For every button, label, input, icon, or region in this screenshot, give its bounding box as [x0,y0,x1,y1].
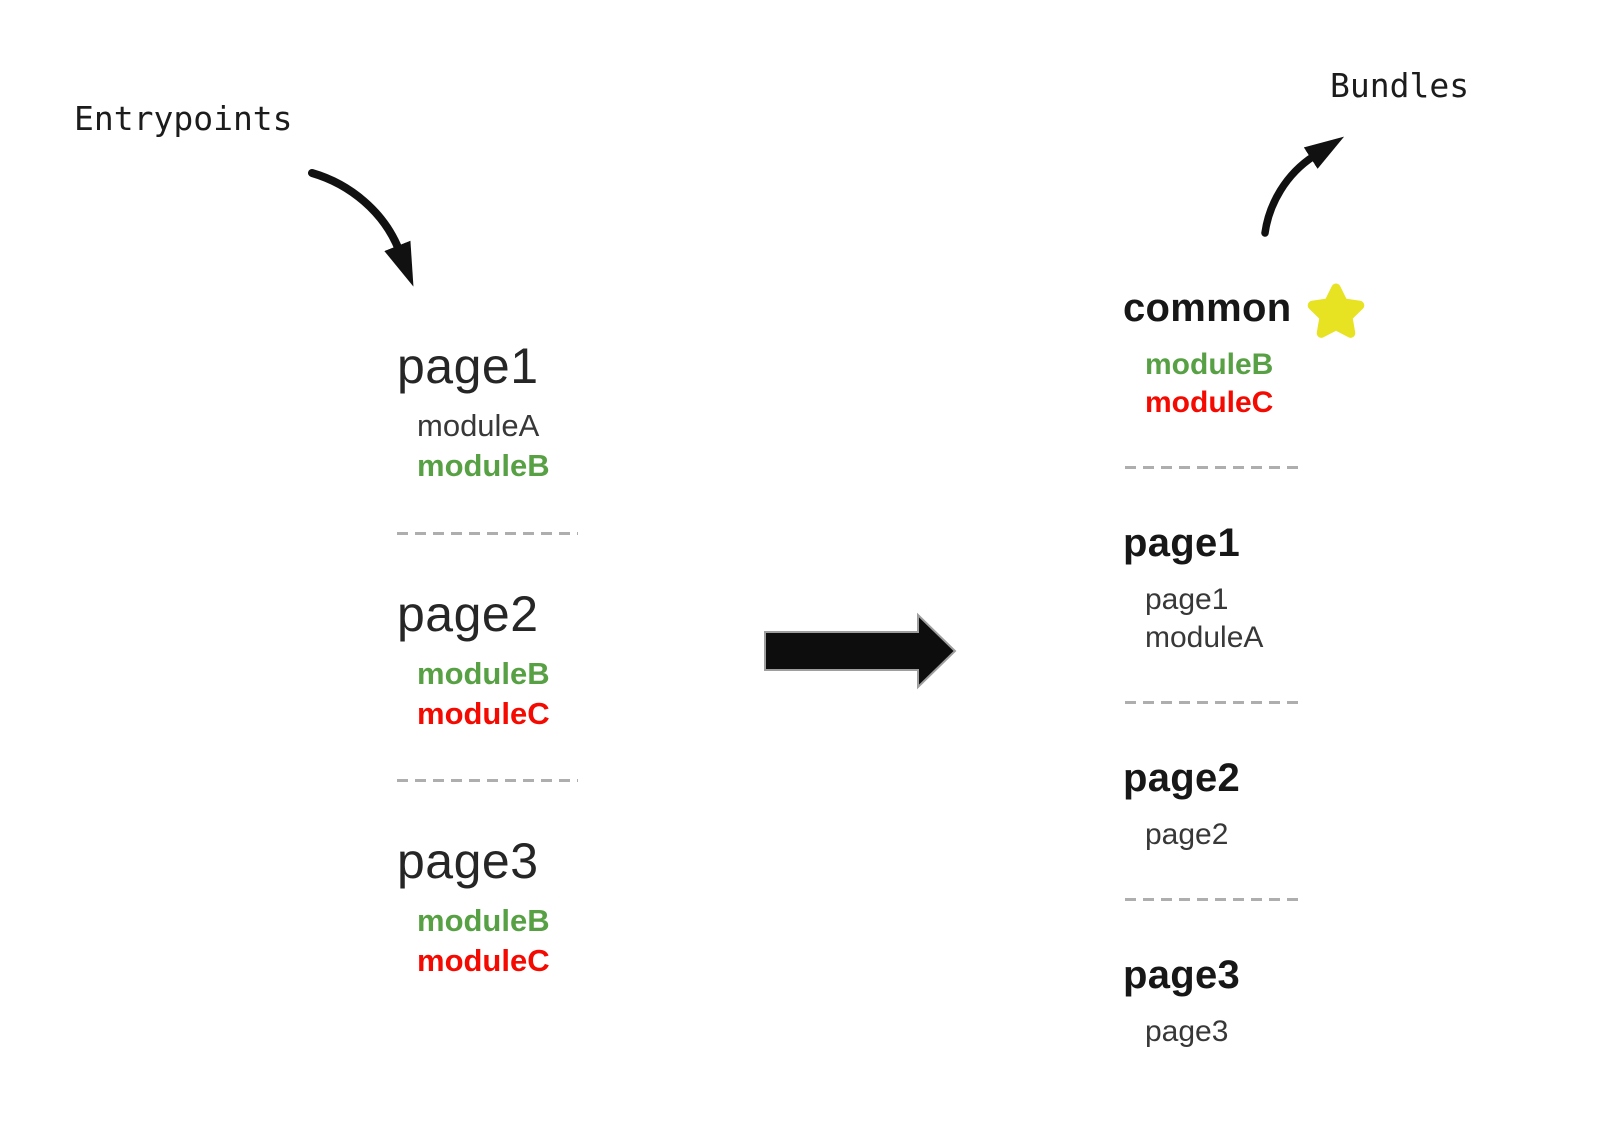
module-label: page3 [1145,1015,1229,1049]
module-label: moduleB [417,903,550,939]
entry-heading-row: page3 [397,831,637,901]
star-icon [1307,282,1365,340]
entrypoints-label: Entrypoints [74,99,293,138]
bundle-heading: page2 [1123,756,1241,801]
dashed-divider [1125,701,1302,705]
entry-group: page3 moduleB moduleC [397,831,637,982]
dashed-divider [397,779,578,783]
module-label: moduleC [417,695,550,731]
bundle-heading: page1 [1123,521,1241,566]
module-label: moduleB [417,655,550,691]
bundle-group: page3 page3 [1123,949,1393,1051]
module-label: moduleC [417,943,550,979]
entry-heading: page2 [397,585,539,642]
bundle-heading: page3 [1123,953,1241,998]
star-icon [1308,283,1365,338]
entry-heading-row: page2 [397,584,637,654]
module-label: moduleB [1145,348,1274,381]
dashed-divider [1125,466,1302,470]
bundle-heading: common [1123,286,1292,330]
bundle-group: page1 page1 moduleA [1123,517,1393,657]
bundle-heading-row: page2 [1123,752,1393,816]
bundle-heading-row: common [1123,282,1393,346]
entry-group: page1 moduleA moduleB [397,336,637,487]
bundle-heading-row: page3 [1123,949,1393,1013]
module-label: moduleA [1145,621,1264,655]
module-label: page1 [1145,583,1229,617]
module-label: moduleA [417,408,540,443]
bundles-arrow-icon [1261,136,1345,237]
bundles-label: Bundles [1330,66,1470,105]
dashed-divider [1125,898,1302,902]
bundle-group: page2 page2 [1123,752,1393,854]
dashed-divider [397,531,578,535]
bundle-heading-row: page1 [1123,517,1393,581]
transform-arrow-icon [764,612,957,690]
entrypoints-arrow-icon [308,169,414,287]
module-label: moduleC [1145,386,1274,420]
entry-heading: page1 [397,338,539,394]
entry-heading: page3 [397,833,539,890]
bundle-group: common moduleB moduleC [1123,282,1393,422]
module-label: moduleB [417,448,550,484]
entry-group: page2 moduleB moduleC [397,584,637,735]
entry-heading-row: page1 [397,336,637,406]
module-label: page2 [1145,818,1229,852]
